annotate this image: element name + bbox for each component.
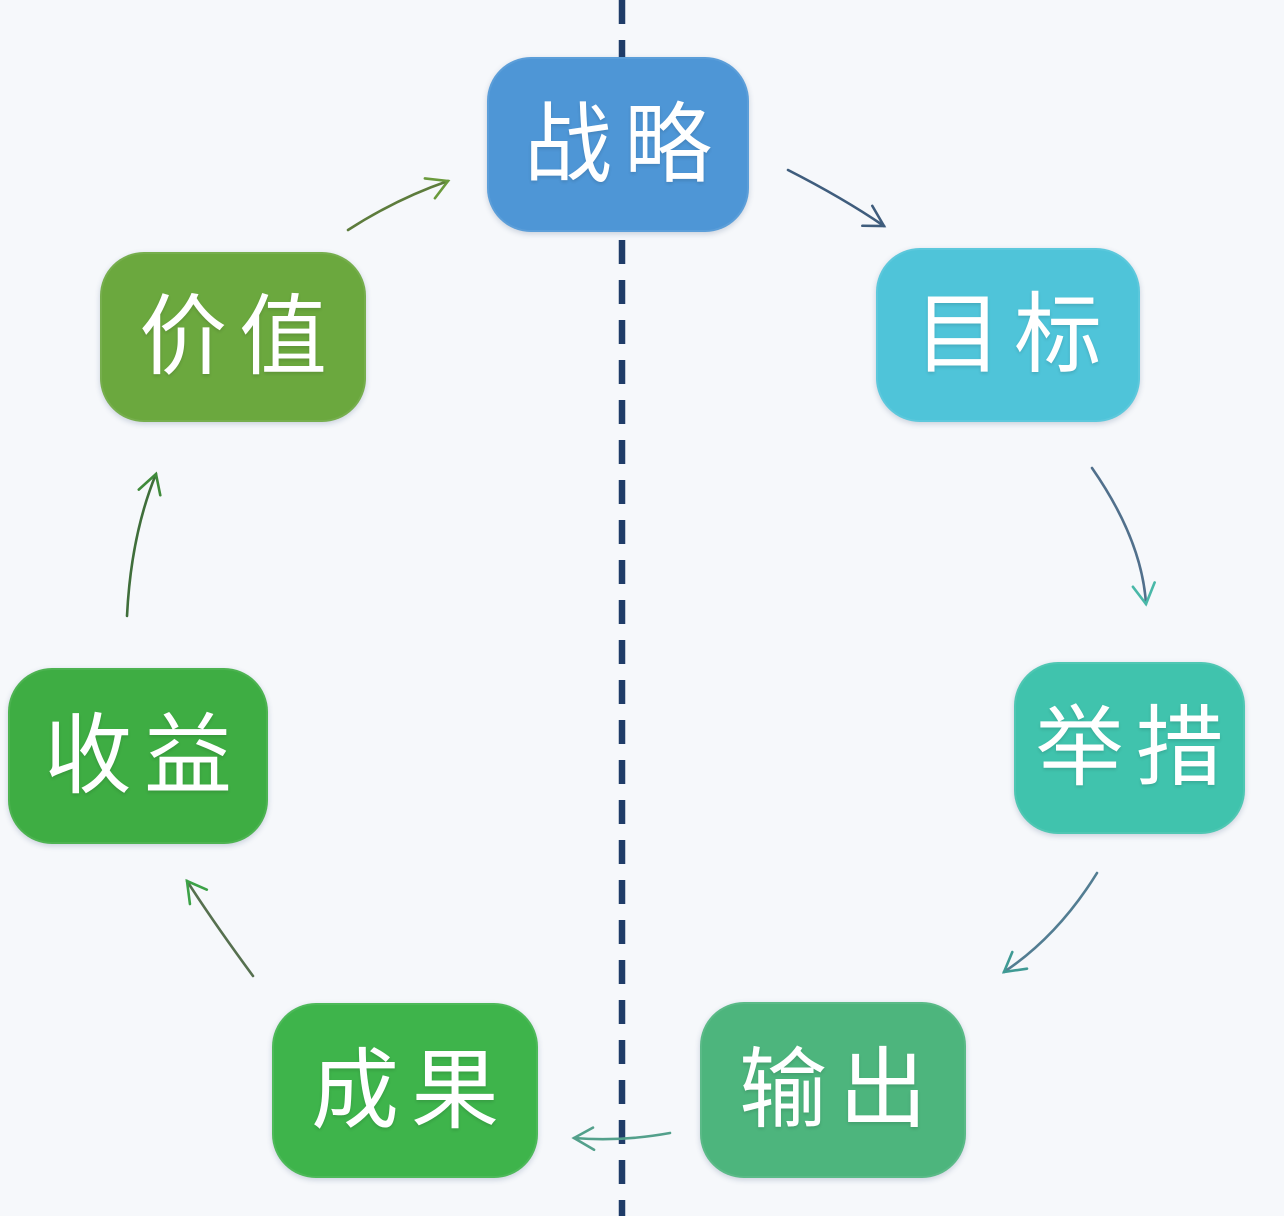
node-strategy: 战略 (487, 57, 749, 232)
node-output: 输出 (700, 1002, 966, 1178)
node-output-label: 输出 (738, 1040, 939, 1139)
node-initiative: 举措 (1014, 662, 1245, 834)
node-result-label: 成果 (310, 1040, 511, 1140)
node-value-label: 价值 (138, 287, 339, 386)
arrow-benefit-to-value (125, 471, 162, 618)
node-goal: 目标 (876, 248, 1140, 422)
arrow-goal-to-initiative (1090, 466, 1156, 607)
node-strategy-label: 战略 (523, 94, 724, 194)
node-goal-label: 目标 (913, 285, 1114, 384)
arrow-result-to-benefit (185, 878, 255, 978)
node-result: 成果 (272, 1003, 538, 1178)
arrow-strategy-to-goal (786, 168, 887, 228)
node-initiative-label: 举措 (1035, 698, 1236, 797)
arrow-initiative-to-output (1001, 871, 1099, 974)
node-value: 价值 (100, 252, 366, 422)
node-benefit: 收益 (8, 668, 268, 844)
arrow-output-to-result (571, 1126, 672, 1152)
arrow-value-to-strategy (346, 177, 451, 232)
node-benefit-label: 收益 (43, 706, 244, 805)
